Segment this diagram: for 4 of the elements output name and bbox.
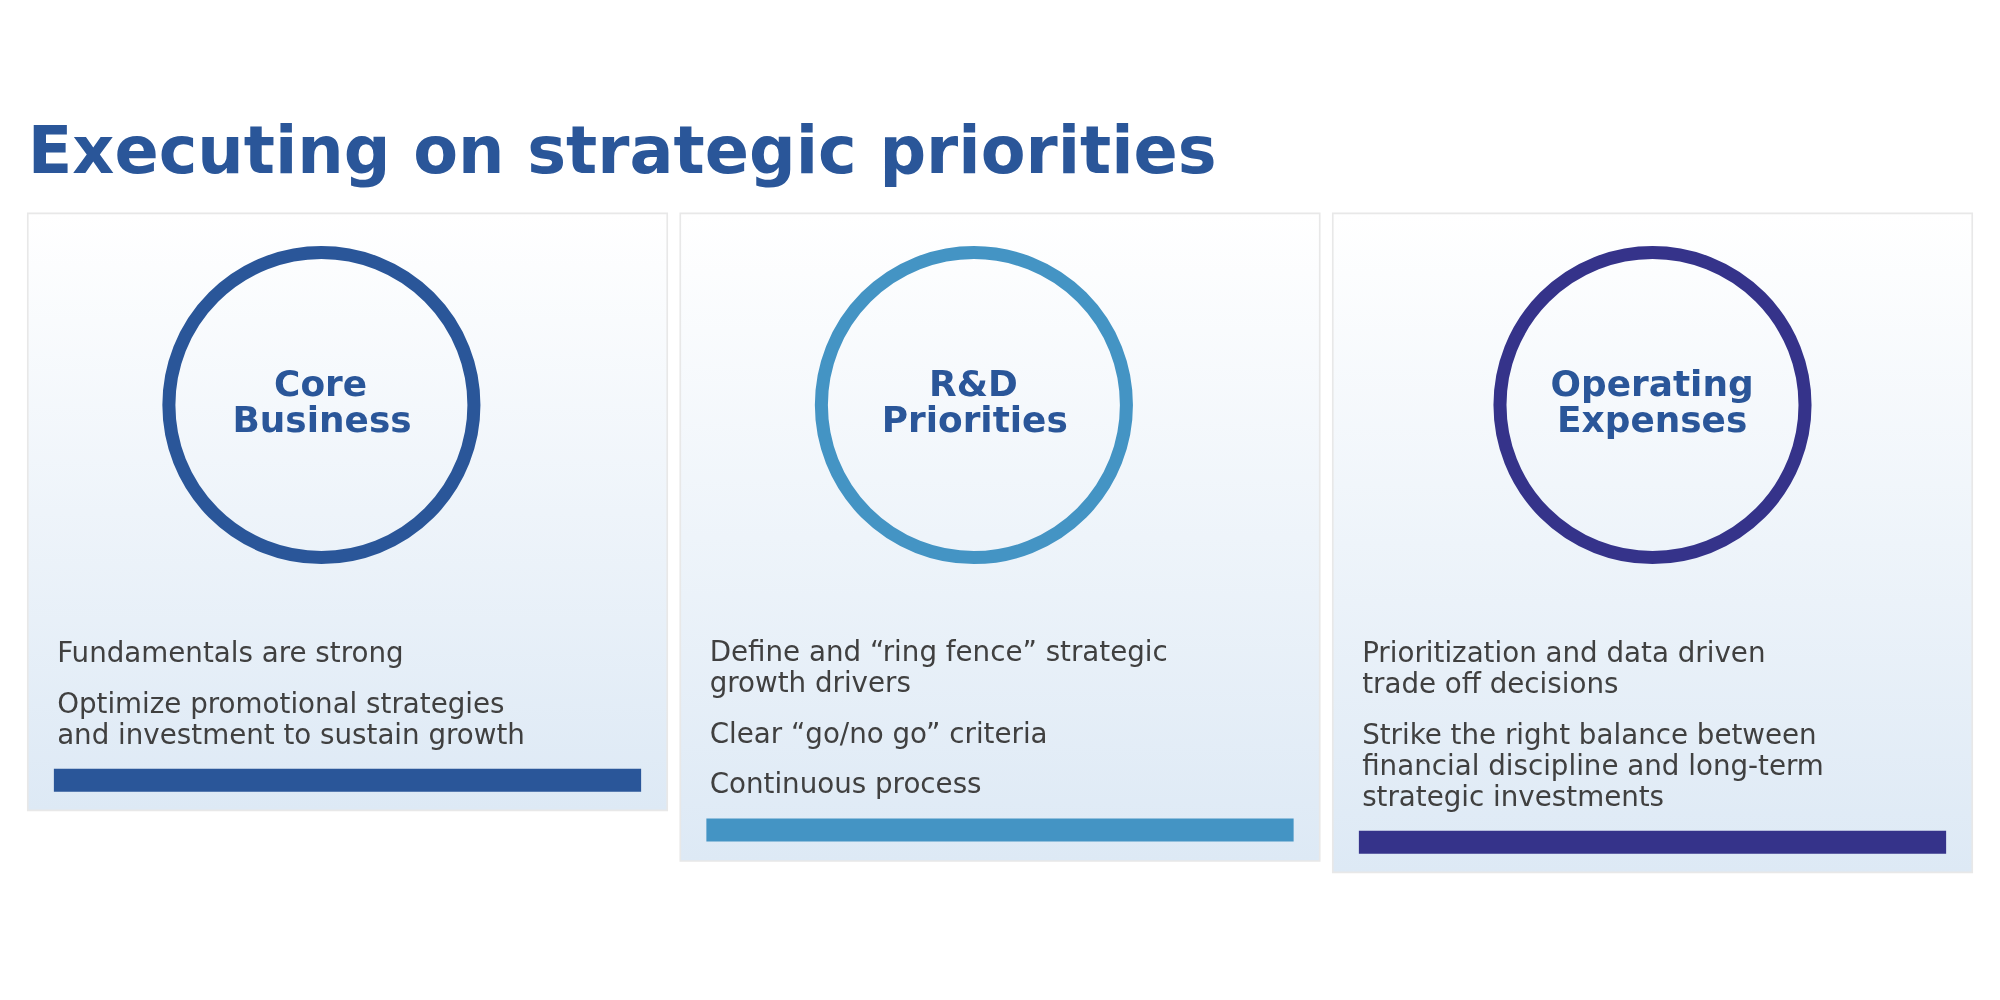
node-circle: Operating Expenses	[1493, 245, 1812, 564]
diagram-title: Executing on strategic priorities	[27, 111, 1217, 188]
node-circle: Core Business	[162, 245, 481, 564]
node-circle: R&D Priorities	[814, 245, 1133, 564]
